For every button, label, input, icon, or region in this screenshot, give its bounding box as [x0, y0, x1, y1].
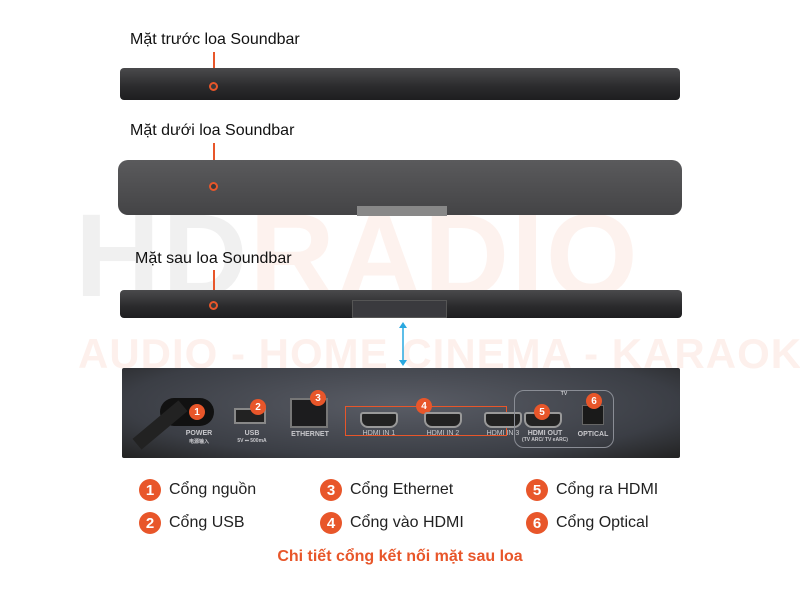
- hdmi-in-2-label: HDMI IN 2: [426, 430, 460, 437]
- bottom-view-label: Mặt dưới loa Soundbar: [130, 122, 295, 139]
- hdmi-out-label: HDMI OUT: [527, 430, 563, 437]
- port-number-4: 4: [416, 398, 432, 414]
- legend-item: 2 Cổng USB: [139, 512, 245, 534]
- legend-item: 3 Cổng Ethernet: [320, 479, 453, 501]
- legend-label: Cổng USB: [169, 514, 245, 531]
- legend-number: 4: [320, 512, 342, 534]
- power-sublabel: 电源输入: [188, 439, 209, 445]
- legend-item: 1 Cổng nguồn: [139, 479, 256, 501]
- soundbar-bottom-bracket: [357, 206, 447, 216]
- callout-dot: [209, 82, 218, 91]
- legend-item: 6 Cổng Optical: [526, 512, 649, 534]
- usb-sublabel: 5V ⎓ 500mA: [237, 438, 267, 444]
- legend-label: Cổng nguồn: [169, 481, 257, 498]
- legend-number: 1: [139, 479, 161, 501]
- legend-item: 4 Cổng vào HDMI: [320, 512, 464, 534]
- soundbar-front-image: [120, 68, 680, 100]
- legend-label: Cổng ra HDMI: [556, 481, 659, 498]
- double-arrow-icon: [399, 322, 407, 366]
- legend-number: 6: [526, 512, 548, 534]
- callout-dot: [209, 301, 218, 310]
- legend-label: Cổng Optical: [556, 514, 649, 531]
- legend-number: 3: [320, 479, 342, 501]
- usb-label: USB: [244, 430, 260, 437]
- optical-label: OPTICAL: [577, 431, 609, 438]
- port-number-1: 1: [189, 404, 205, 420]
- legend-item: 5 Cổng ra HDMI: [526, 479, 658, 501]
- hdmi-in-2-port: [424, 412, 462, 428]
- port-number-3: 3: [310, 390, 326, 406]
- callout-dot: [209, 182, 218, 191]
- callout-line: [213, 52, 215, 82]
- hdmi-in-3-label: HDMI IN 3: [486, 430, 520, 437]
- rear-port-area: [352, 300, 447, 318]
- legend-label: Cổng vào HDMI: [350, 514, 464, 531]
- port-number-5: 5: [534, 404, 550, 420]
- tv-group: [514, 390, 614, 448]
- callout-line: [213, 270, 215, 302]
- tv-group-label: TV: [560, 391, 568, 397]
- hdmi-out-sublabel: (TV ARC/ TV eARC): [522, 437, 568, 443]
- port-number-2: 2: [250, 399, 266, 415]
- rear-view-label: Mặt sau loa Soundbar: [135, 250, 292, 267]
- hdmi-in-1-port: [360, 412, 398, 428]
- legend-label: Cổng Ethernet: [350, 481, 454, 498]
- legend-number: 2: [139, 512, 161, 534]
- ethernet-label: ETHERNET: [291, 431, 329, 438]
- hdmi-in-3-port: [484, 412, 522, 428]
- caption: Chi tiết cổng kết nối mặt sau loa: [277, 548, 523, 565]
- legend-number: 5: [526, 479, 548, 501]
- port-number-6: 6: [586, 393, 602, 409]
- power-label: POWER: [185, 430, 213, 437]
- front-view-label: Mặt trước loa Soundbar: [130, 31, 300, 48]
- hdmi-in-1-label: HDMI IN 1: [362, 430, 396, 437]
- rear-ports-closeup: 1 POWER 电源输入 2 USB 5V ⎓ 500mA 3 ETHERNET…: [122, 368, 680, 458]
